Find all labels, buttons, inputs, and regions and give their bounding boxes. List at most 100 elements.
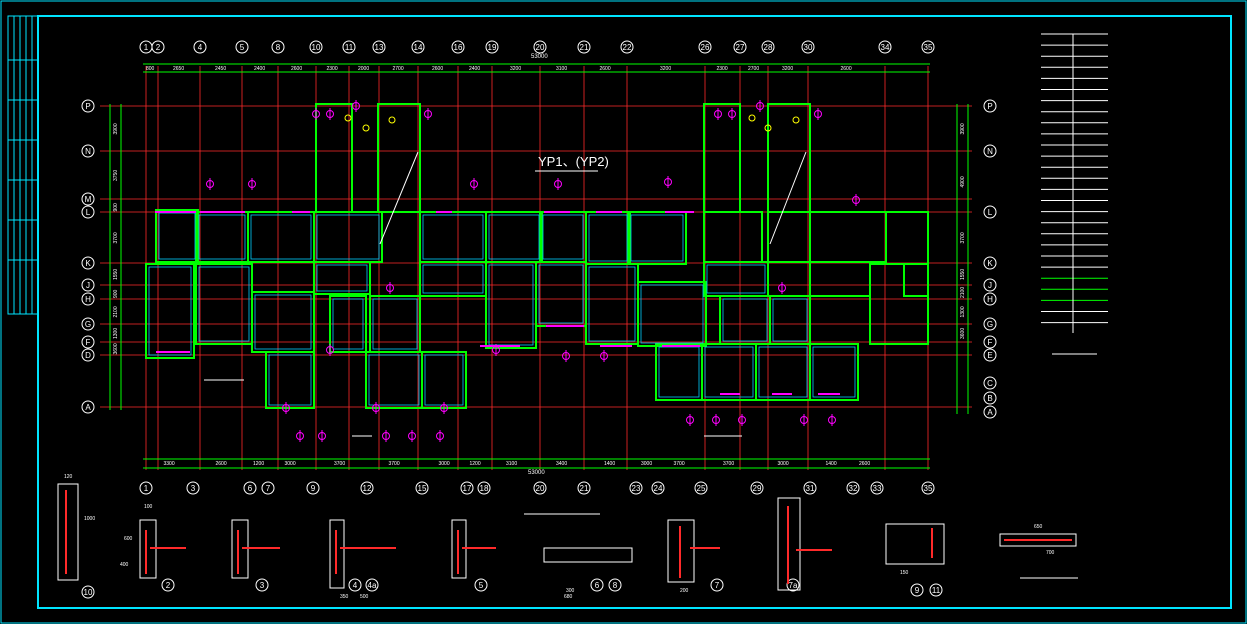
section-profile bbox=[139, 519, 157, 579]
wall-inner-line bbox=[368, 354, 420, 406]
axis-right-L: L bbox=[988, 208, 993, 217]
wall-room bbox=[703, 103, 741, 213]
column-tag bbox=[792, 116, 800, 124]
detail-dim: 350 bbox=[340, 594, 349, 600]
dim-label-bottom: 1200 bbox=[470, 461, 481, 467]
axis-bottom-25: 25 bbox=[697, 484, 706, 493]
detail-bubble bbox=[348, 578, 362, 592]
dim-label-bottom: 3700 bbox=[674, 461, 685, 467]
axis-right-F-circle bbox=[983, 335, 997, 349]
axis-right-L-circle bbox=[983, 205, 997, 219]
notes-table bbox=[1041, 33, 1108, 355]
axis-top-8-circle bbox=[271, 40, 285, 54]
dim-label-top: 2300 bbox=[327, 66, 338, 72]
detail-bubble bbox=[710, 578, 724, 592]
wall-inner-line bbox=[588, 214, 628, 262]
axis-bottom-12-circle bbox=[360, 481, 374, 495]
axis-right-E-circle bbox=[983, 348, 997, 362]
detail-bubble bbox=[474, 578, 488, 592]
axis-top-19-circle bbox=[485, 40, 499, 54]
axis-left-M: M bbox=[85, 195, 92, 204]
column-tag bbox=[344, 114, 352, 122]
dim-label-bottom: 3700 bbox=[389, 461, 400, 467]
dim-label-top: 2400 bbox=[469, 66, 480, 72]
detail-bubble bbox=[365, 578, 379, 592]
dim-label-top: 2600 bbox=[291, 66, 302, 72]
wall-inner-line bbox=[812, 346, 856, 398]
axis-bottom-3-circle bbox=[186, 481, 200, 495]
wall-room bbox=[655, 343, 703, 401]
wall-room bbox=[535, 261, 587, 327]
axis-top-21: 21 bbox=[580, 43, 589, 52]
axis-top-30: 30 bbox=[804, 43, 813, 52]
wall-room bbox=[419, 261, 487, 297]
detail-label-7a: 7a bbox=[789, 581, 798, 590]
dim-label-top: 2700 bbox=[393, 66, 404, 72]
axis-top-34: 34 bbox=[881, 43, 890, 52]
axis-bottom-24-circle bbox=[651, 481, 665, 495]
axis-bottom-9-circle bbox=[306, 481, 320, 495]
axis-left-J-circle bbox=[81, 278, 95, 292]
wall-inner-line bbox=[722, 298, 768, 342]
section-profile bbox=[543, 547, 633, 563]
axis-top-10: 10 bbox=[312, 43, 321, 52]
detail-bubble bbox=[81, 585, 95, 599]
axis-bottom-33: 33 bbox=[873, 484, 882, 493]
dim-label-bottom: 1200 bbox=[253, 461, 264, 467]
dim-label-left: 2100 bbox=[113, 306, 119, 317]
wall-inner-line bbox=[148, 266, 192, 356]
detail-label-3: 3 bbox=[260, 581, 265, 590]
axis-top-26: 26 bbox=[701, 43, 710, 52]
axis-right-G: G bbox=[987, 320, 993, 329]
dim-label-top: 3200 bbox=[510, 66, 521, 72]
wall-room bbox=[421, 351, 467, 409]
axis-top-5: 5 bbox=[240, 43, 245, 52]
axis-bottom-9: 9 bbox=[311, 484, 316, 493]
axis-top-20-circle bbox=[533, 40, 547, 54]
detail-dim: 200 bbox=[680, 588, 689, 594]
axis-top-16-circle bbox=[451, 40, 465, 54]
wall-inner-line bbox=[332, 298, 364, 350]
axis-top-35-circle bbox=[921, 40, 935, 54]
dim-label-left: 1300 bbox=[113, 328, 119, 339]
axis-right-B: B bbox=[987, 394, 992, 403]
axis-bottom-15: 15 bbox=[418, 484, 427, 493]
detail-label-9: 9 bbox=[915, 586, 920, 595]
detail-label-6: 6 bbox=[595, 581, 600, 590]
section-profile bbox=[667, 519, 695, 583]
axis-bottom-29: 29 bbox=[753, 484, 762, 493]
detail-bubble bbox=[786, 578, 800, 592]
dim-label-bottom: 3000 bbox=[778, 461, 789, 467]
dim-label-left: 3750 bbox=[113, 170, 119, 181]
detail-bubble bbox=[910, 583, 924, 597]
total-dimension-bottom: 53000 bbox=[528, 470, 545, 476]
axis-right-N: N bbox=[987, 147, 993, 156]
section-profile bbox=[451, 519, 467, 579]
dim-label-bottom: 3300 bbox=[164, 461, 175, 467]
dim-label-right: 2100 bbox=[960, 287, 966, 298]
axis-bottom-23: 23 bbox=[632, 484, 641, 493]
axis-right-K: K bbox=[987, 259, 993, 268]
axis-bottom-1-circle bbox=[139, 481, 153, 495]
wall-room bbox=[703, 211, 763, 263]
dim-label-left: 900 bbox=[113, 289, 119, 298]
axis-right-C-circle bbox=[983, 376, 997, 390]
column-tag bbox=[388, 116, 396, 124]
dim-label-top: 2700 bbox=[748, 66, 759, 72]
wall-room bbox=[769, 295, 811, 345]
dim-label-top: 2600 bbox=[600, 66, 611, 72]
axis-left-M-circle bbox=[81, 192, 95, 206]
dim-label-bottom: 2600 bbox=[859, 461, 870, 467]
axis-bottom-7: 7 bbox=[266, 484, 271, 493]
detail-label-10: 10 bbox=[84, 588, 93, 597]
wall-room bbox=[701, 343, 757, 401]
dim-label-top: 2000 bbox=[358, 66, 369, 72]
wall-inner-line bbox=[158, 212, 196, 260]
wall-inner-line bbox=[254, 294, 312, 350]
dim-label-top: 3100 bbox=[556, 66, 567, 72]
axis-left-A-circle bbox=[81, 400, 95, 414]
axis-right-J: J bbox=[988, 281, 992, 290]
axis-left-L: L bbox=[86, 208, 91, 217]
